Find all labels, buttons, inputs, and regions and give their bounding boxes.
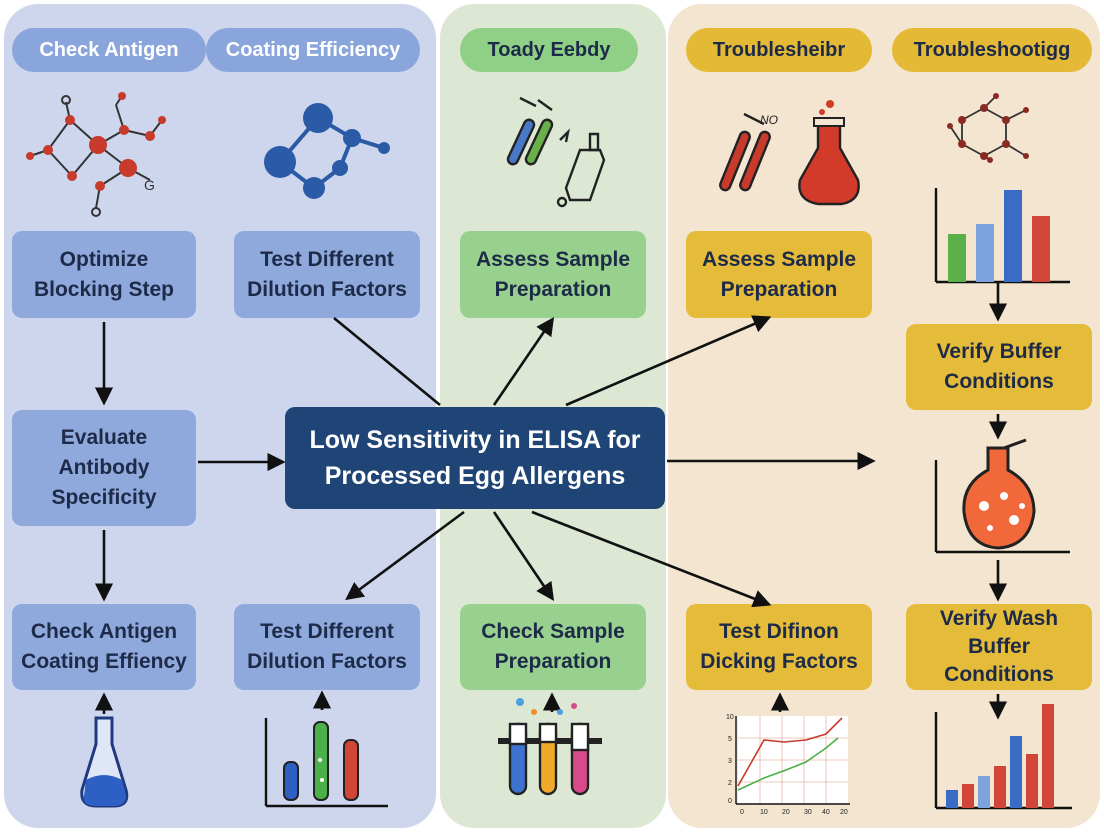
arrow-central-to-assess-green — [492, 316, 555, 406]
header-pill-troublesheibr: Troublesheibr — [686, 28, 872, 72]
arrow-central-to-assess-gold — [565, 315, 772, 407]
tubes-and-flask-icon: NO — [719, 100, 860, 206]
small-molecule-icon — [949, 95, 1027, 161]
no-mark-label: NO — [760, 113, 778, 127]
x-tick-20: 20 — [782, 809, 790, 816]
bar-chart-icon-bottom — [934, 704, 1072, 810]
red-molecule-atoms — [26, 92, 166, 191]
arrow-central-to-test-dilution-bottom — [345, 510, 465, 601]
bar-chart-icon-top — [934, 188, 1070, 284]
x-tick-20b: 20 — [840, 809, 848, 816]
round-flask-icon — [934, 438, 1070, 554]
y-tick-5: 5 — [728, 736, 732, 743]
line-chart-icon: 10 5 3 2 0 0 10 20 30 40 20 — [726, 714, 850, 816]
blue-molecule-icon — [264, 103, 390, 199]
x-tick-10: 10 — [760, 809, 768, 816]
conical-flask-icon — [80, 716, 129, 808]
arrow-central-to-test-difinon — [531, 510, 772, 608]
x-tick-0: 0 — [740, 809, 744, 816]
molecule-g-label: G — [144, 177, 155, 193]
x-tick-40: 40 — [822, 809, 830, 816]
y-tick-10: 10 — [726, 714, 734, 721]
test-tubes-icon — [506, 96, 606, 208]
y-tick-0: 0 — [728, 798, 732, 805]
header-pill-check-antigen: Check Antigen — [12, 28, 206, 72]
test-tube-rack-icon — [498, 698, 602, 796]
small-molecule-atoms — [947, 93, 1029, 163]
chart-with-tubes-icon — [264, 718, 388, 808]
arrow-central-to-check-sample — [492, 511, 555, 602]
connector-test-dilution-to-central — [333, 316, 441, 407]
y-tick-3: 3 — [728, 758, 732, 765]
header-pill-toady-eebdy: Toady Eebdy — [460, 28, 638, 72]
header-pill-coating-efficiency: Coating Efficiency — [206, 28, 420, 72]
x-tick-30: 30 — [804, 809, 812, 816]
header-pill-troubleshootigg: Troubleshootigg — [892, 28, 1092, 72]
y-tick-2: 2 — [728, 780, 732, 787]
